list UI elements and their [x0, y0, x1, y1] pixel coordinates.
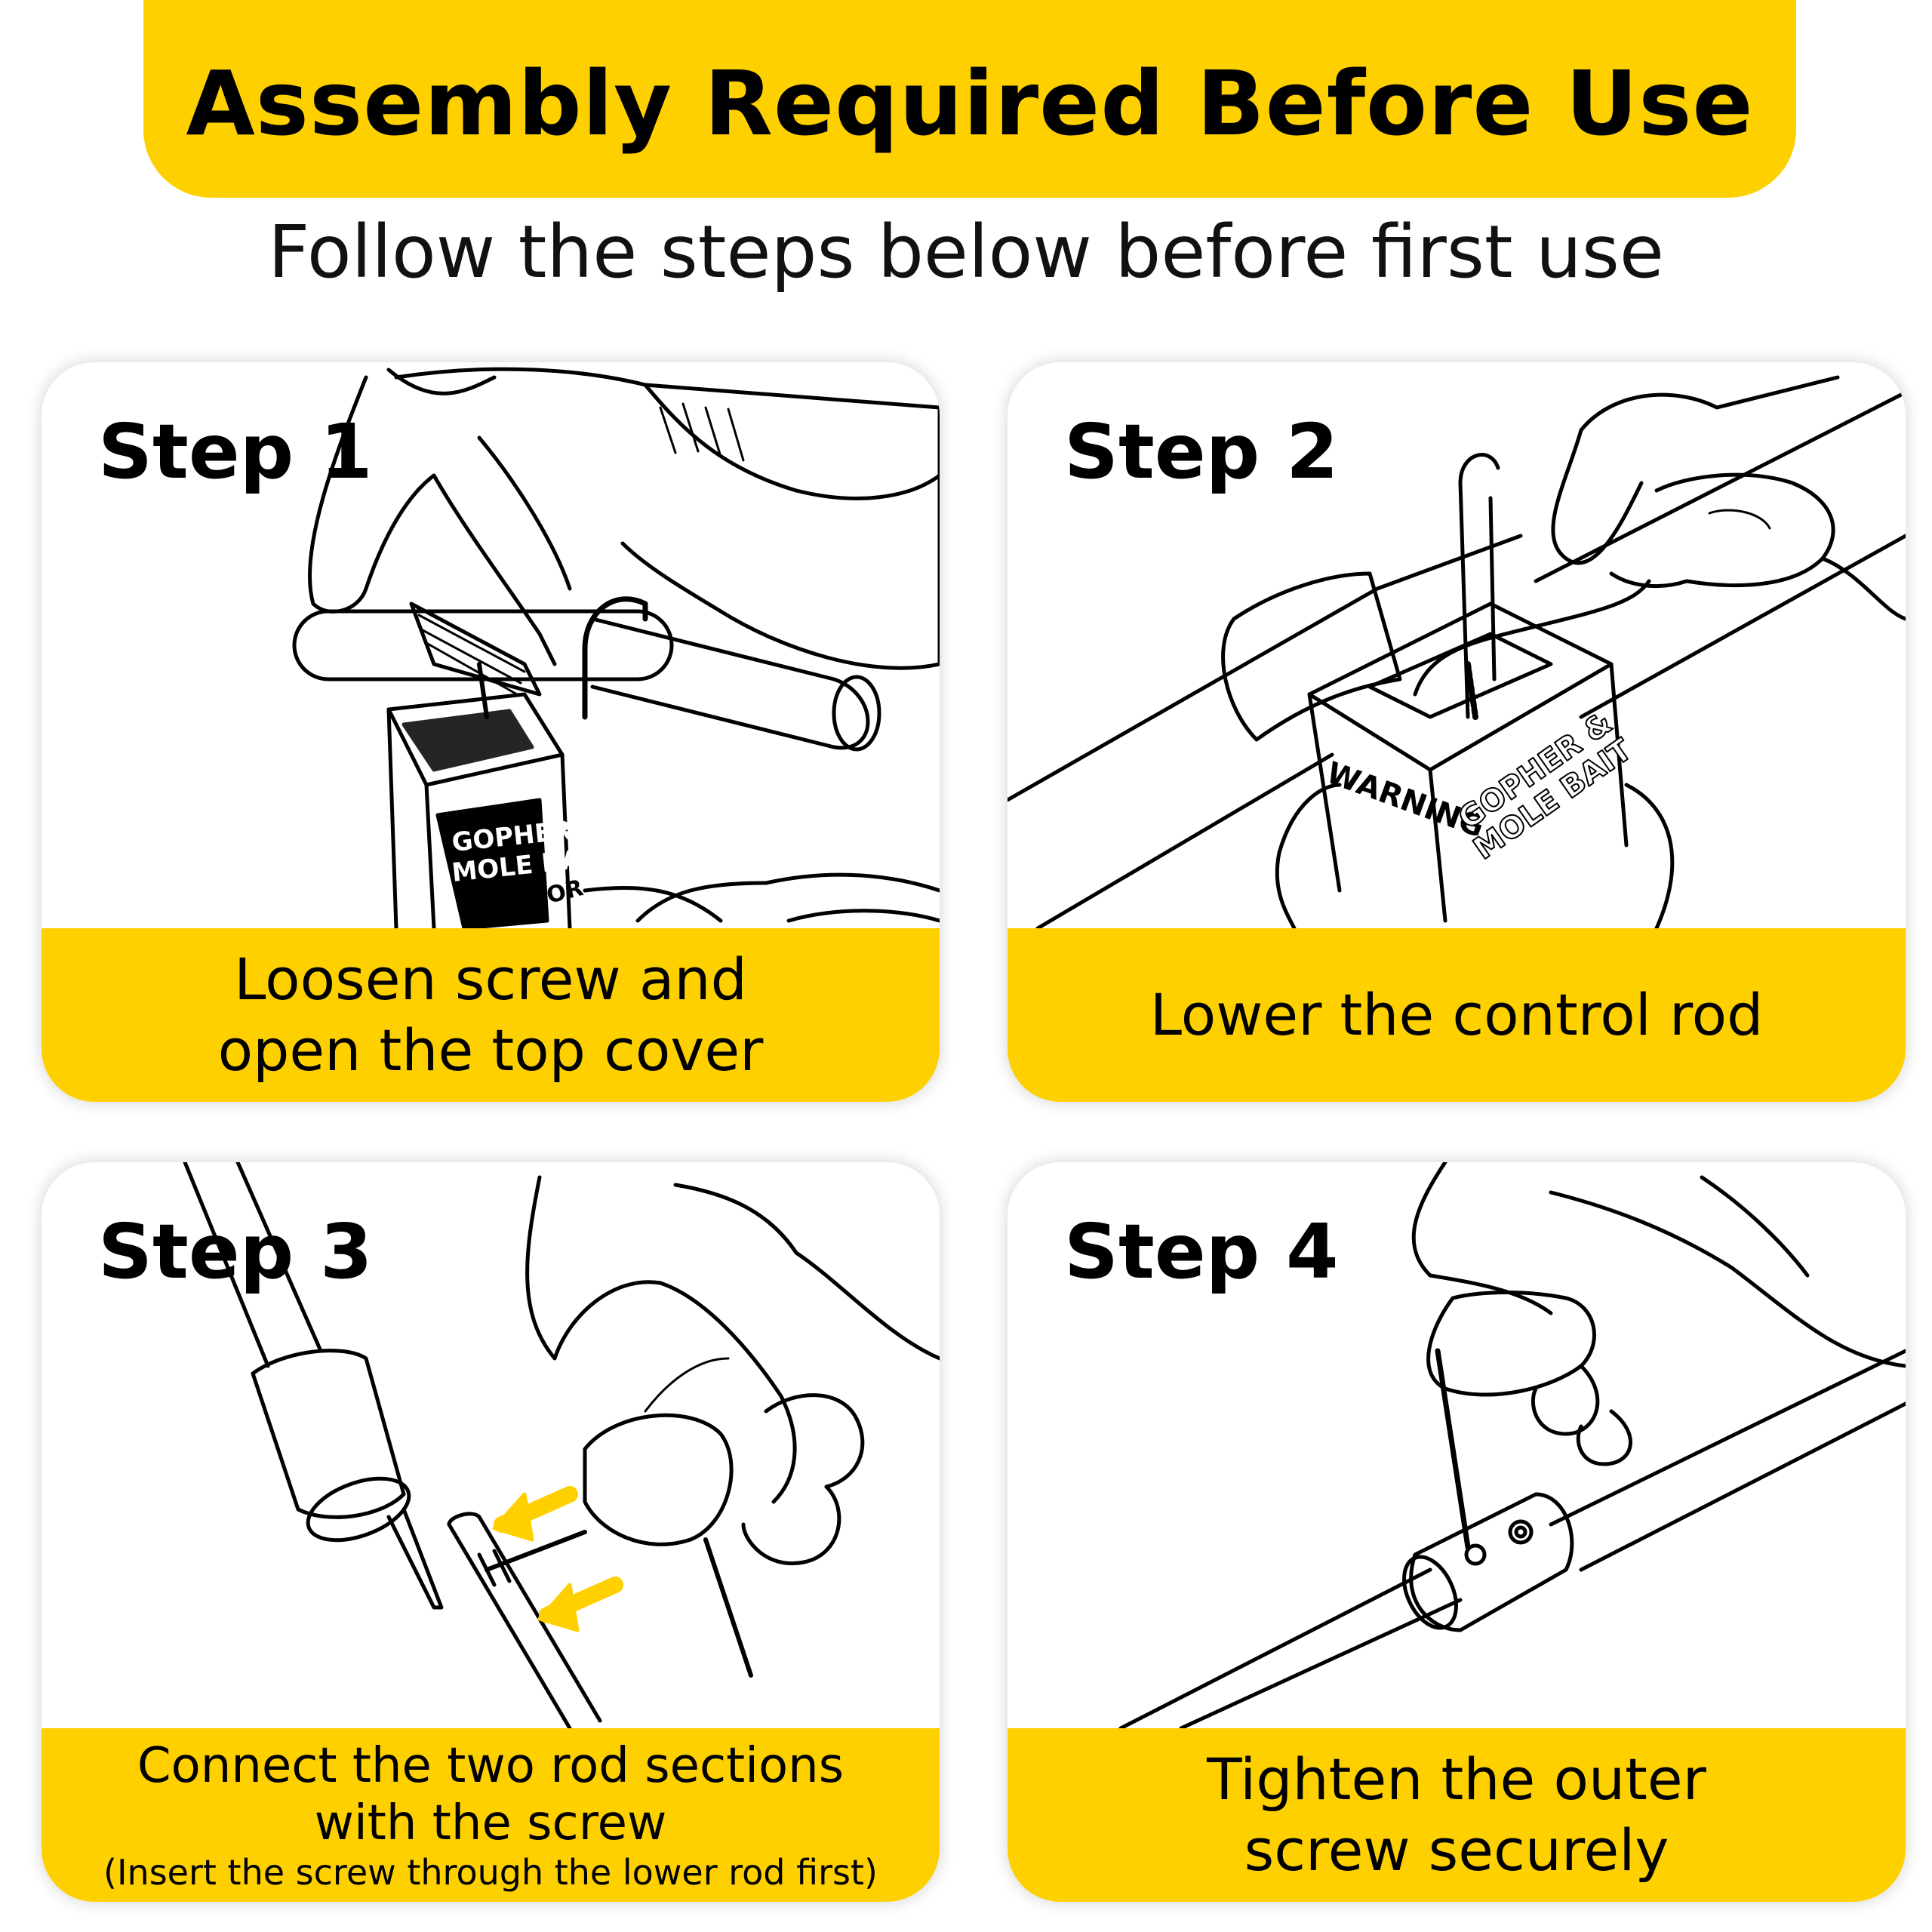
step-3-caption: Connect the two rod sections with the sc…	[42, 1728, 940, 1902]
step-2-label: Step 2	[1064, 408, 1339, 496]
page-title: Assembly Required Before Use	[186, 51, 1754, 155]
step-4-caption: Tighten the outer screw securely	[1008, 1728, 1906, 1902]
step-4-caption-line-2: screw securely	[1244, 1817, 1669, 1884]
step-1-caption-line-1: Loosen screw and	[234, 946, 747, 1013]
step-1-illustration: GOPHER & MOLE BAIT PLICATOR	[292, 367, 940, 928]
step-2-caption: Lower the control rod	[1008, 928, 1906, 1102]
step-1-caption-line-2: open the top cover	[217, 1017, 764, 1084]
step-4-caption-line-1: Tighten the outer	[1207, 1746, 1706, 1813]
step-card-2: WARNING GOPHER & MOLE BAIT Step 2 Lower …	[1008, 362, 1906, 1102]
step-2-illustration: WARNING GOPHER & MOLE BAIT	[1008, 375, 1906, 928]
step-card-1: GOPHER & MOLE BAIT PLICATOR Step 1 Loose…	[42, 362, 940, 1102]
step-3-caption-line-2: with the screw	[314, 1795, 667, 1851]
step-card-3: Step 3 Connect the two rod sections with…	[42, 1162, 940, 1902]
step-card-4: Step 4 Tighten the outer screw securely	[1008, 1162, 1906, 1902]
step-3-illustration	[183, 1162, 940, 1728]
title-banner: Assembly Required Before Use	[143, 0, 1796, 198]
step-1-label: Step 1	[98, 408, 373, 496]
step-3-caption-note: (Insert the screw through the lower rod …	[103, 1852, 878, 1893]
page-subtitle: Follow the steps below before first use	[268, 210, 1664, 294]
step-3-label: Step 3	[98, 1208, 373, 1296]
step-2-caption-line-1: Lower the control rod	[1149, 981, 1764, 1048]
step-1-caption: Loosen screw and open the top cover	[42, 928, 940, 1102]
step-4-illustration	[1118, 1162, 1906, 1728]
step-3-caption-line-1: Connect the two rod sections	[137, 1738, 844, 1794]
step-4-label: Step 4	[1064, 1208, 1339, 1296]
